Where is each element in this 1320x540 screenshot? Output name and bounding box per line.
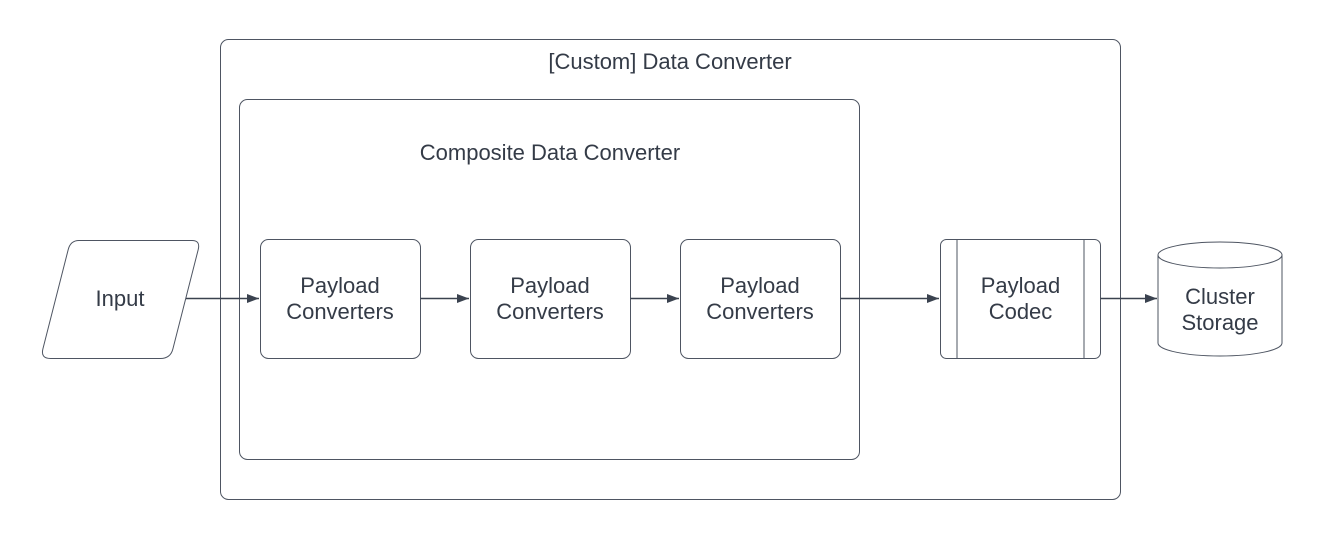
input-parallelogram (41, 240, 200, 359)
composite-data-converter-container (239, 99, 860, 460)
payload-converters-box-1 (260, 239, 421, 359)
cluster-storage-cylinder (1157, 241, 1283, 357)
payload-codec-box (940, 239, 1101, 359)
payload-converters-box-2 (470, 239, 631, 359)
cylinder-rim (1157, 254, 1283, 269)
payload-converters-box-3 (680, 239, 841, 359)
custom-data-converter-container (220, 39, 1121, 500)
